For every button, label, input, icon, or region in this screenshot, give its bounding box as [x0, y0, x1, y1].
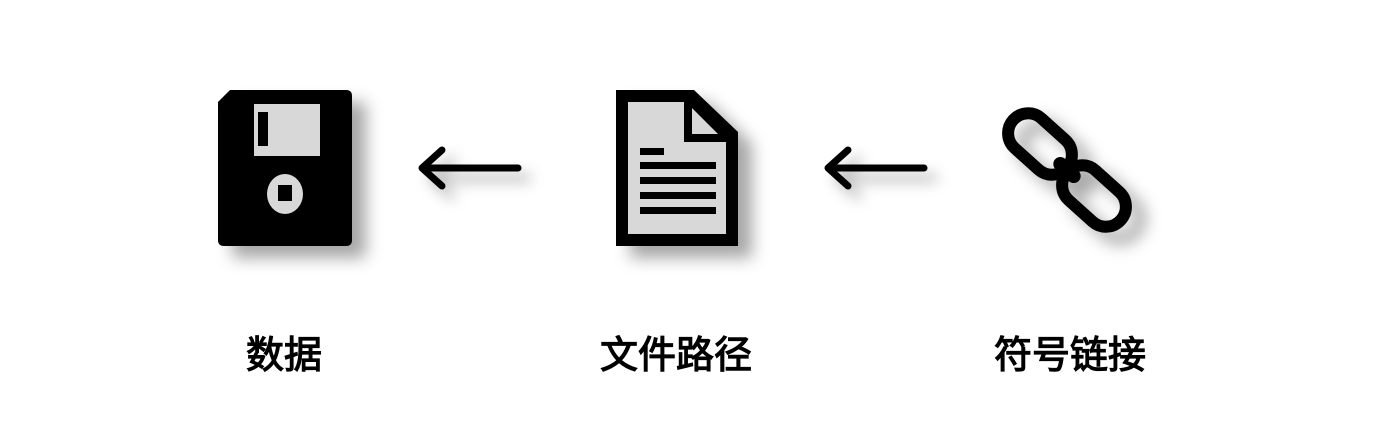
symbolic-link-label: 符号链接: [993, 333, 1146, 377]
data-label: 数据: [245, 333, 322, 377]
file-path-label: 文件路径: [599, 333, 752, 377]
chain-link-icon: [996, 100, 1146, 240]
document-icon: [610, 86, 744, 252]
left-arrow-icon: [816, 143, 928, 193]
left-arrow-icon: [410, 143, 522, 193]
floppy-disk-icon: [212, 86, 356, 252]
